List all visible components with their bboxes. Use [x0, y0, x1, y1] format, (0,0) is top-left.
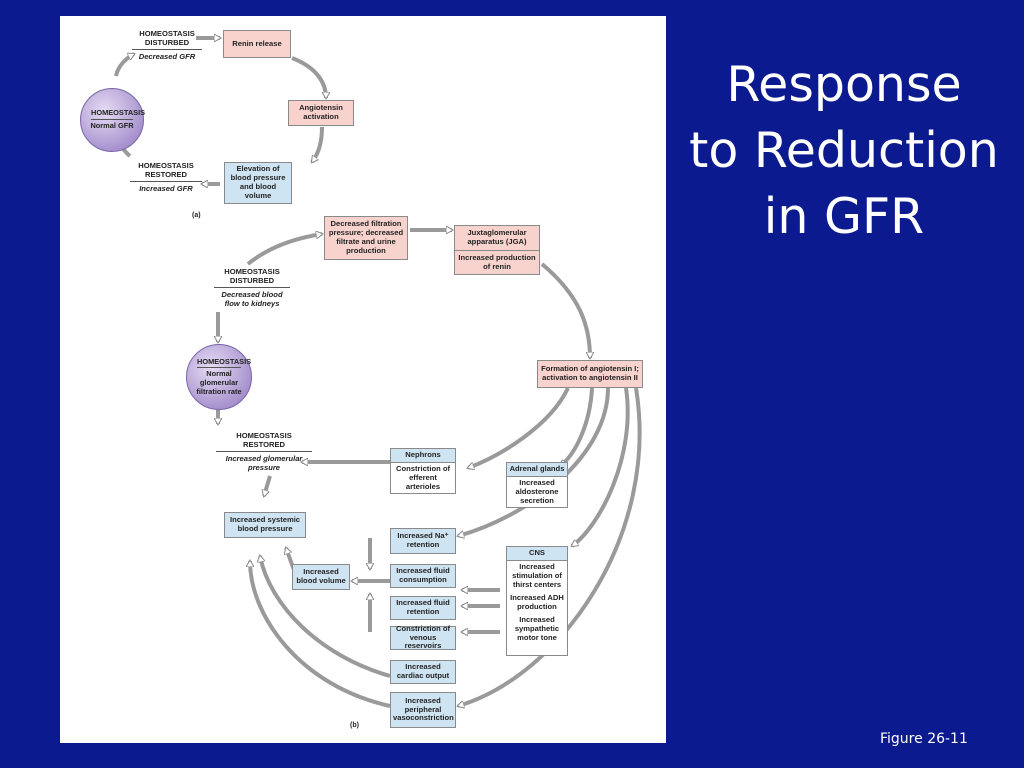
a-homeostasis-restored: HOMEOSTASIS RESTORED Increased GFR — [130, 161, 202, 194]
panel-b-label: (b) — [350, 722, 359, 729]
jga-title: Juxtaglomerular apparatus (JGA) — [455, 227, 539, 251]
a-disturbed-title: HOMEOSTASIS DISTURBED — [132, 29, 202, 51]
b-homeostasis-text: Normal glomerular filtration rate — [196, 369, 242, 396]
a-homeostasis-disturbed: HOMEOSTASIS DISTURBED Decreased GFR — [132, 29, 202, 62]
title-line-1: Response — [726, 56, 962, 113]
angiotensin-activation-box: Angiotensin activation — [288, 100, 354, 126]
b-homeostasis-disturbed: HOMEOSTASIS DISTURBED Decreased blood fl… — [214, 267, 290, 309]
b-restored-text: Increased glomerular pressure — [225, 454, 303, 473]
cns-item-thirst: Increased stimulation of thirst centers — [512, 561, 562, 589]
title-line-2: to Reduction — [689, 122, 999, 179]
a-restored-text: Increased GFR — [139, 184, 193, 194]
a-homeostasis-circle: HOMEOSTASIS Normal GFR — [80, 88, 145, 152]
a-restored-title: HOMEOSTASIS RESTORED — [130, 161, 202, 183]
b-homeostasis-title: HOMEOSTASIS — [197, 357, 251, 369]
cardiac-output-box: Increased cardiac output — [390, 660, 456, 684]
systemic-bp-box: Increased systemic blood pressure — [224, 512, 306, 538]
cns-item-sympathetic: Increased sympathetic motor tone — [514, 614, 560, 642]
b-disturbed-text: Decreased blood flow to kidneys — [221, 290, 283, 309]
b-disturbed-title: HOMEOSTASIS DISTURBED — [214, 267, 290, 289]
peripheral-vasoconstriction-box: Increased peripheral vasoconstriction — [390, 692, 456, 728]
a-homeostasis-title: HOMEOSTASIS — [91, 109, 145, 120]
cns-item-adh: Increased ADH production — [510, 592, 564, 611]
renin-release-box: Renin release — [223, 30, 291, 58]
fluid-consumption-box: Increased fluid consumption — [390, 564, 456, 588]
nephrons-text: Constriction of efferent arterioles — [396, 463, 450, 491]
jga-text: Increased production of renin — [458, 252, 536, 271]
adrenal-text: Increased aldosterone secretion — [515, 477, 559, 505]
na-retention-box: Increased Na⁺ retention — [390, 528, 456, 554]
blood-volume-box: Increased blood volume — [292, 564, 350, 590]
elevation-box: Elevation of blood pressure and blood vo… — [224, 162, 292, 204]
jga-box: Juxtaglomerular apparatus (JGA) Increase… — [454, 225, 540, 275]
slide-title: Response to Reduction in GFR — [672, 52, 1016, 250]
cns-box: CNS Increased stimulation of thirst cent… — [506, 546, 568, 656]
nephrons-title: Nephrons — [391, 449, 455, 463]
panel-a-label: (a) — [192, 212, 201, 219]
b-homeostasis-circle: HOMEOSTASIS Normal glomerular filtration… — [186, 344, 252, 410]
b-homeostasis-restored: HOMEOSTASIS RESTORED Increased glomerula… — [216, 431, 312, 473]
decreased-filtration-box: Decreased filtration pressure; decreased… — [324, 216, 408, 260]
adrenal-title: Adrenal glands — [507, 463, 567, 477]
adrenal-glands-box: Adrenal glands Increased aldosterone sec… — [506, 462, 568, 508]
figure-panel: HOMEOSTASIS DISTURBED Decreased GFR Reni… — [60, 16, 666, 743]
a-homeostasis-text: Normal GFR — [90, 121, 134, 130]
fluid-retention-box: Increased fluid retention — [390, 596, 456, 620]
b-restored-title: HOMEOSTASIS RESTORED — [216, 431, 312, 453]
nephrons-box: Nephrons Constriction of efferent arteri… — [390, 448, 456, 494]
venous-constriction-box: Constriction of venous reservoirs — [390, 624, 456, 650]
angiotensin-formation-box: Formation of angiotensin I; activation t… — [537, 360, 643, 388]
figure-caption: Figure 26-11 — [880, 731, 968, 747]
title-line-3: in GFR — [763, 188, 925, 245]
a-disturbed-text: Decreased GFR — [138, 52, 196, 62]
cns-title: CNS — [507, 547, 567, 561]
